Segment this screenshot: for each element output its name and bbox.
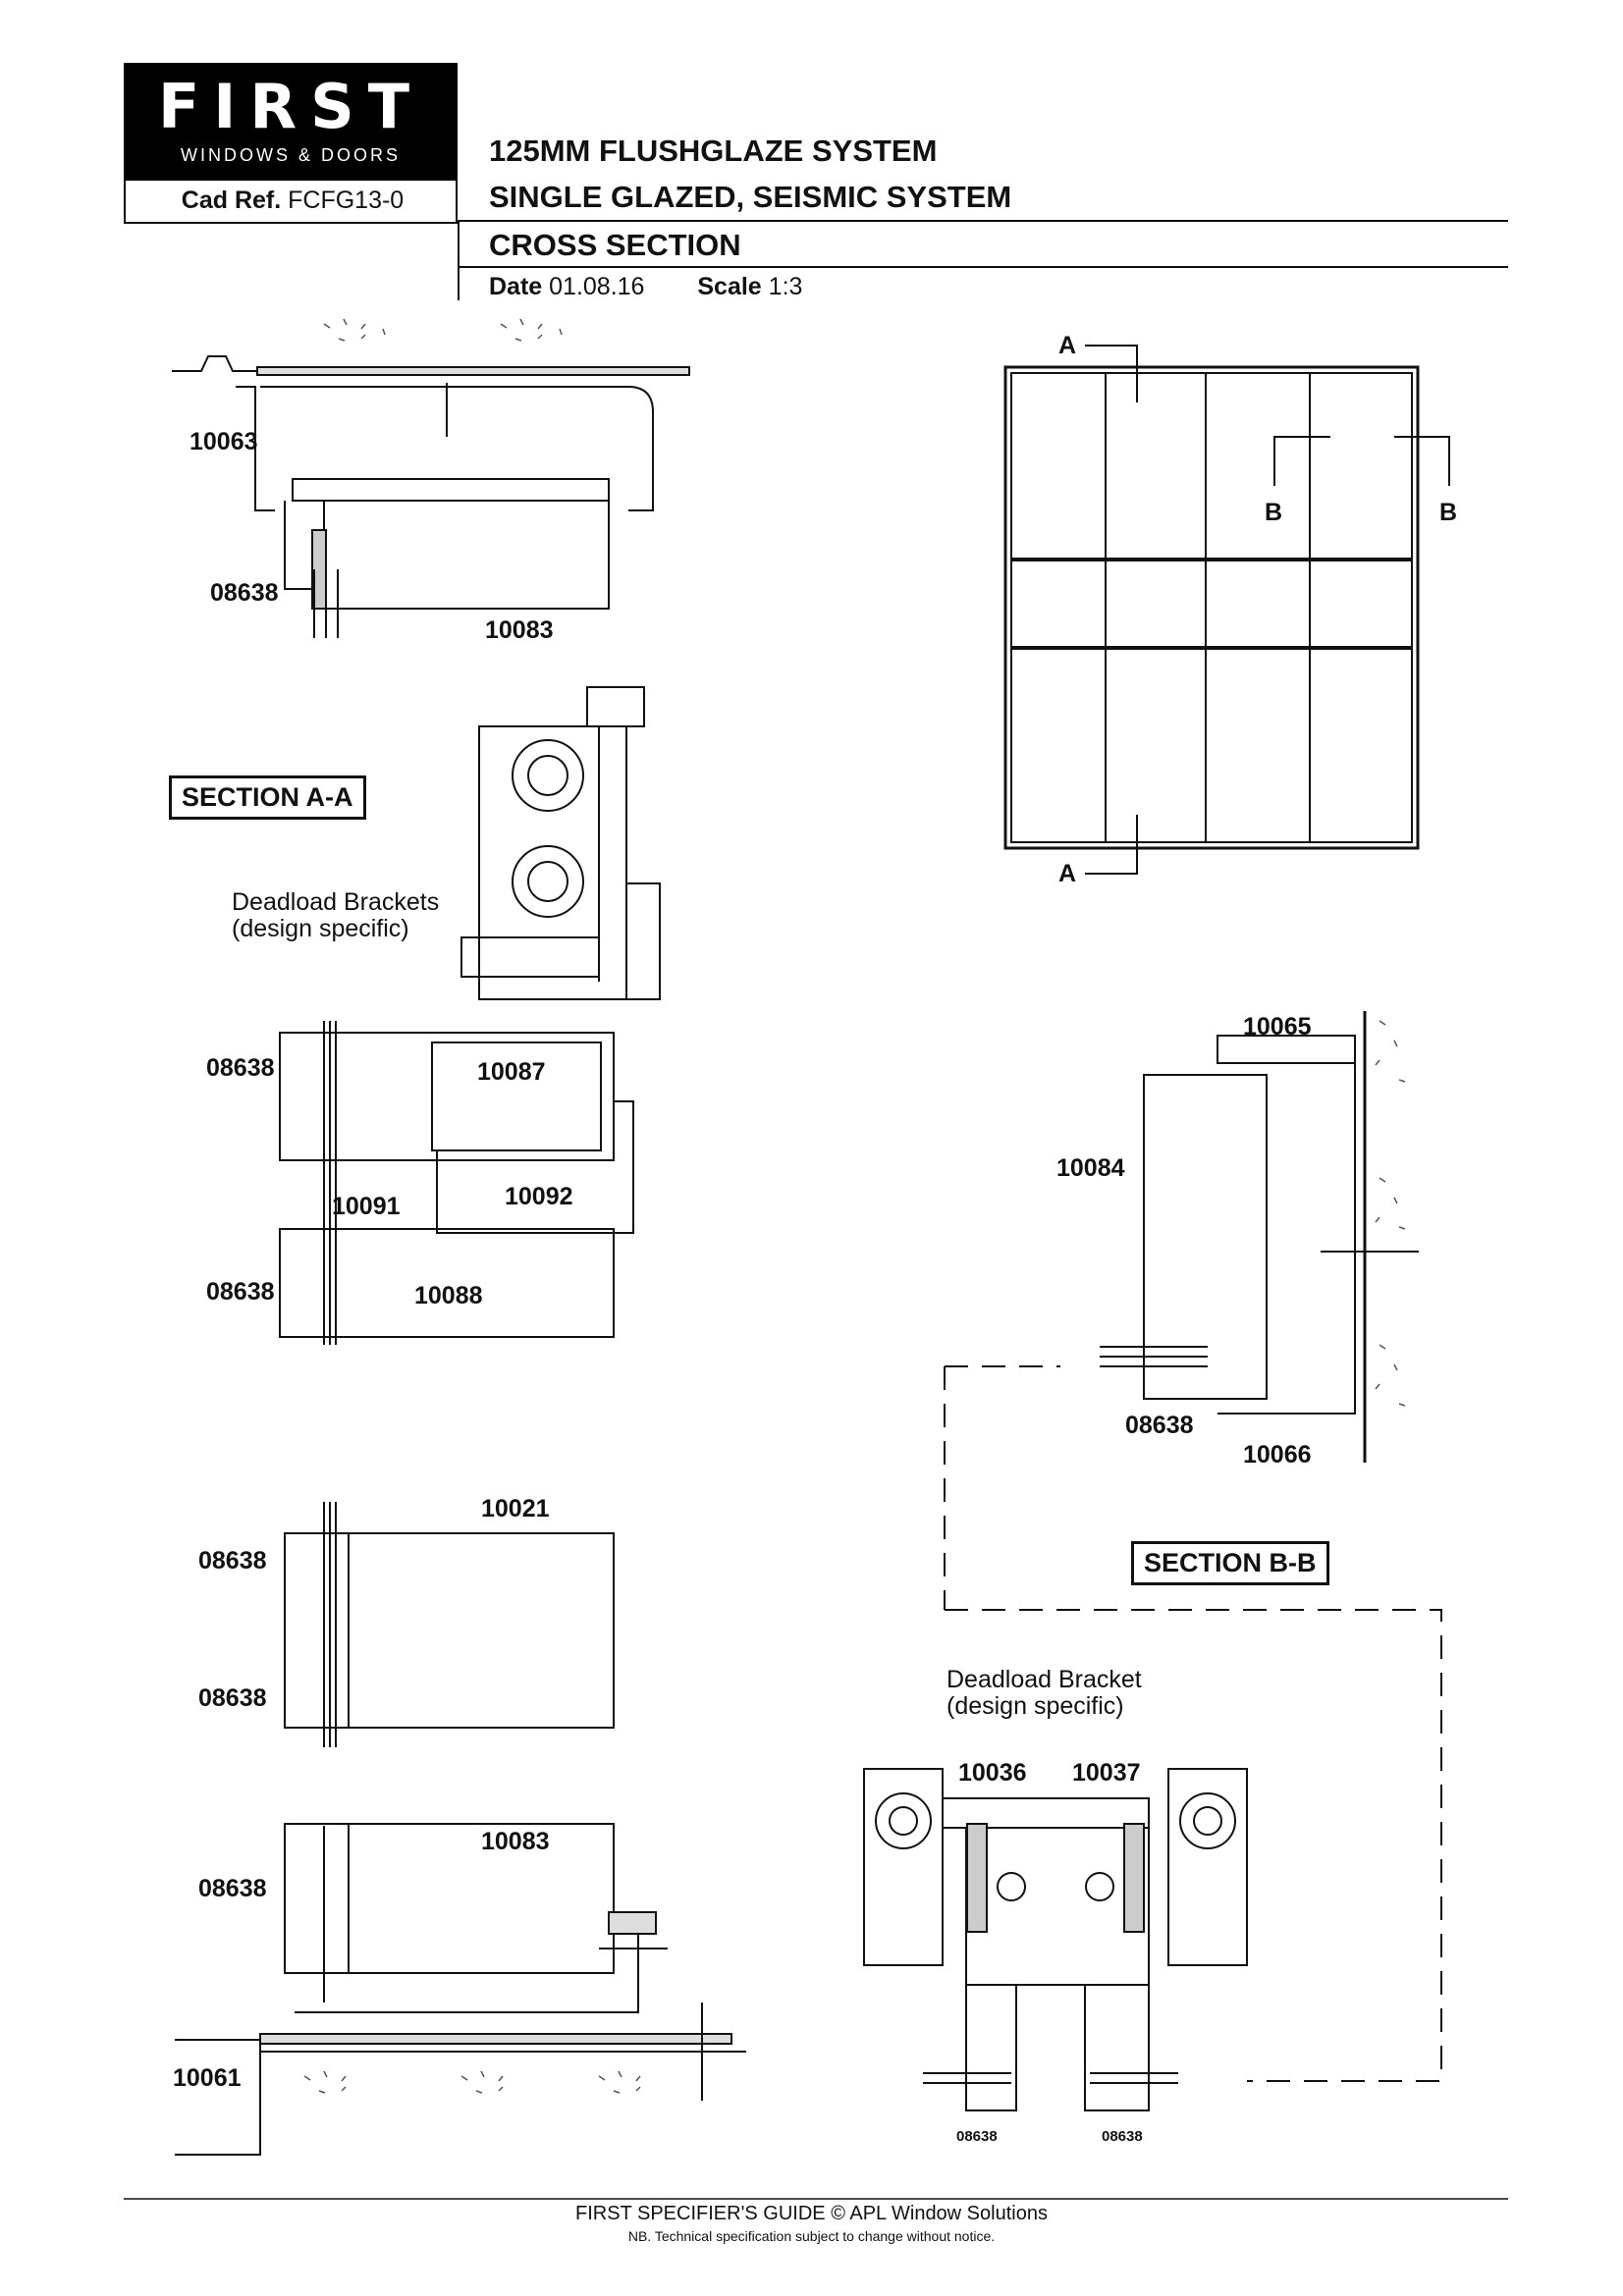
- part-label-08638: 08638: [1125, 1412, 1194, 1439]
- footer-disclaimer: NB. Technical specification subject to c…: [627, 2228, 996, 2244]
- part-label-10088: 10088: [414, 1282, 483, 1309]
- mullion-detail-2: [284, 1502, 615, 1747]
- part-label-08638: 08638: [210, 579, 279, 607]
- part-label-08638: 08638: [198, 1875, 267, 1902]
- deadload-bracket-note-2: (design specific): [947, 1692, 1124, 1720]
- deadload-brackets-note: Deadload Brackets: [232, 888, 440, 916]
- part-label-10036: 10036: [958, 1759, 1027, 1787]
- deadload-bracket-note: Deadload Bracket: [947, 1666, 1142, 1693]
- part-label-10063: 10063: [189, 428, 258, 455]
- date-value: 01.08.16: [549, 273, 645, 300]
- part-label-10083: 10083: [481, 1828, 550, 1855]
- elevation-marker-a-bottom: A: [1058, 860, 1077, 887]
- scale-value: 1:3: [768, 273, 803, 300]
- date-scale-row: Date 01.08.16 Scale 1:3: [489, 273, 802, 301]
- part-label-08638: 08638: [956, 2128, 998, 2145]
- header-vrule: [458, 220, 460, 300]
- section-bb-detail: [944, 1011, 1442, 2082]
- part-label-08638: 08638: [206, 1054, 275, 1082]
- part-label-10065: 10065: [1243, 1013, 1312, 1041]
- part-label-08638: 08638: [206, 1278, 275, 1306]
- title-view: CROSS SECTION: [489, 228, 741, 262]
- scale-label: Scale: [697, 273, 762, 300]
- part-label-10092: 10092: [505, 1183, 573, 1210]
- sill-detail: [175, 1823, 746, 2156]
- deadload-brackets-note-2: (design specific): [232, 915, 409, 942]
- section-bb-label: SECTION B-B: [1131, 1541, 1329, 1585]
- elevation-marker-a-top: A: [1058, 332, 1077, 359]
- logo-wordmark: FIRST: [157, 71, 424, 142]
- part-label-08638: 08638: [198, 1684, 267, 1712]
- deadload-bracket-aa: [460, 686, 661, 1000]
- title-system: 125MM FLUSHGLAZE SYSTEM: [489, 133, 938, 168]
- mullion-detail-1: [279, 1021, 634, 1345]
- deadload-bracket-bb: [863, 1768, 1248, 2111]
- part-label-10037: 10037: [1072, 1759, 1141, 1787]
- cad-ref: Cad Ref. FCFG13-0: [126, 187, 460, 215]
- part-label-10091: 10091: [332, 1193, 401, 1220]
- header-rule-2: [458, 266, 1508, 268]
- part-label-10084: 10084: [1056, 1154, 1125, 1182]
- part-label-10087: 10087: [477, 1058, 546, 1086]
- cad-ref-box: Cad Ref. FCFG13-0: [124, 181, 458, 224]
- section-aa-head-detail: [172, 318, 690, 638]
- part-label-08638: 08638: [1102, 2128, 1143, 2145]
- elevation-marker-b-right: B: [1439, 499, 1458, 526]
- window-elevation: [1003, 345, 1450, 875]
- part-label-10066: 10066: [1243, 1441, 1312, 1468]
- header-rule-1: [458, 220, 1508, 222]
- part-label-08638: 08638: [198, 1547, 267, 1575]
- footer-guide-title: FIRST SPECIFIER'S GUIDE © APL Window Sol…: [575, 2203, 1048, 2224]
- section-aa-label: SECTION A-A: [169, 775, 366, 820]
- logo-tagline: WINDOWS & DOORS: [181, 145, 401, 165]
- date-label: Date: [489, 273, 543, 300]
- part-label-10021: 10021: [481, 1495, 550, 1522]
- elevation-marker-b-left: B: [1265, 499, 1283, 526]
- title-subtitle: SINGLE GLAZED, SEISMIC SYSTEM: [489, 180, 1012, 214]
- cad-ref-value: FCFG13-0: [288, 187, 405, 214]
- part-label-10061: 10061: [173, 2064, 242, 2092]
- cad-ref-label: Cad Ref.: [181, 187, 282, 214]
- company-logo: FIRST WINDOWS & DOORS: [124, 63, 458, 181]
- part-label-10083: 10083: [485, 616, 554, 644]
